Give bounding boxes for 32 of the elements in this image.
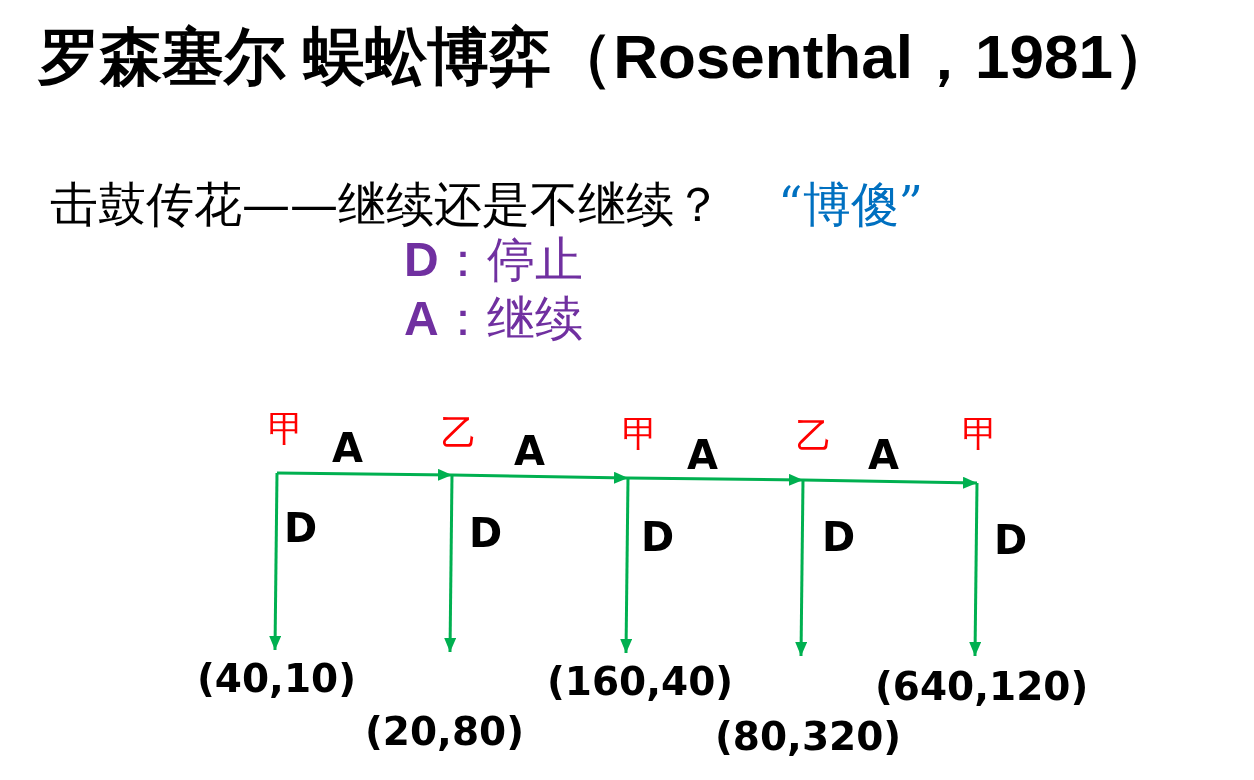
strategy-definition: D：停止 xyxy=(404,236,583,284)
payoff-label: (40,10) xyxy=(197,659,356,698)
edge-label: A xyxy=(687,435,718,475)
arrow xyxy=(444,475,457,652)
question-text: 击鼓传花——继续还是不继续？ xyxy=(50,180,722,228)
player-label: 甲 xyxy=(622,416,658,452)
nickname-text: “博傻” xyxy=(778,180,924,228)
arrow xyxy=(451,471,629,484)
edge-label: D xyxy=(822,517,856,557)
player-label: 甲 xyxy=(962,416,998,452)
arrow xyxy=(620,478,633,653)
payoff-label: (80,320) xyxy=(715,717,902,756)
player-label: 乙 xyxy=(441,415,477,451)
strategy-definition: A：继续 xyxy=(404,295,583,343)
arrow xyxy=(969,483,982,656)
edge-label: D xyxy=(469,513,503,553)
arrow xyxy=(269,473,282,650)
edge-label: D xyxy=(284,508,318,548)
player-label: 乙 xyxy=(796,418,832,454)
payoff-label: (20,80) xyxy=(365,712,524,751)
edge-label: A xyxy=(332,428,363,468)
arrow xyxy=(277,468,452,481)
edge-label: A xyxy=(514,431,545,471)
player-label: 甲 xyxy=(268,411,304,447)
payoff-label: (160,40) xyxy=(547,662,734,701)
arrow xyxy=(628,473,803,486)
edge-label: D xyxy=(641,517,675,557)
edge-label: D xyxy=(994,520,1028,560)
arrow xyxy=(795,480,808,656)
arrow xyxy=(802,476,978,489)
payoff-label: (640,120) xyxy=(875,667,1089,706)
edge-label: A xyxy=(868,435,899,475)
